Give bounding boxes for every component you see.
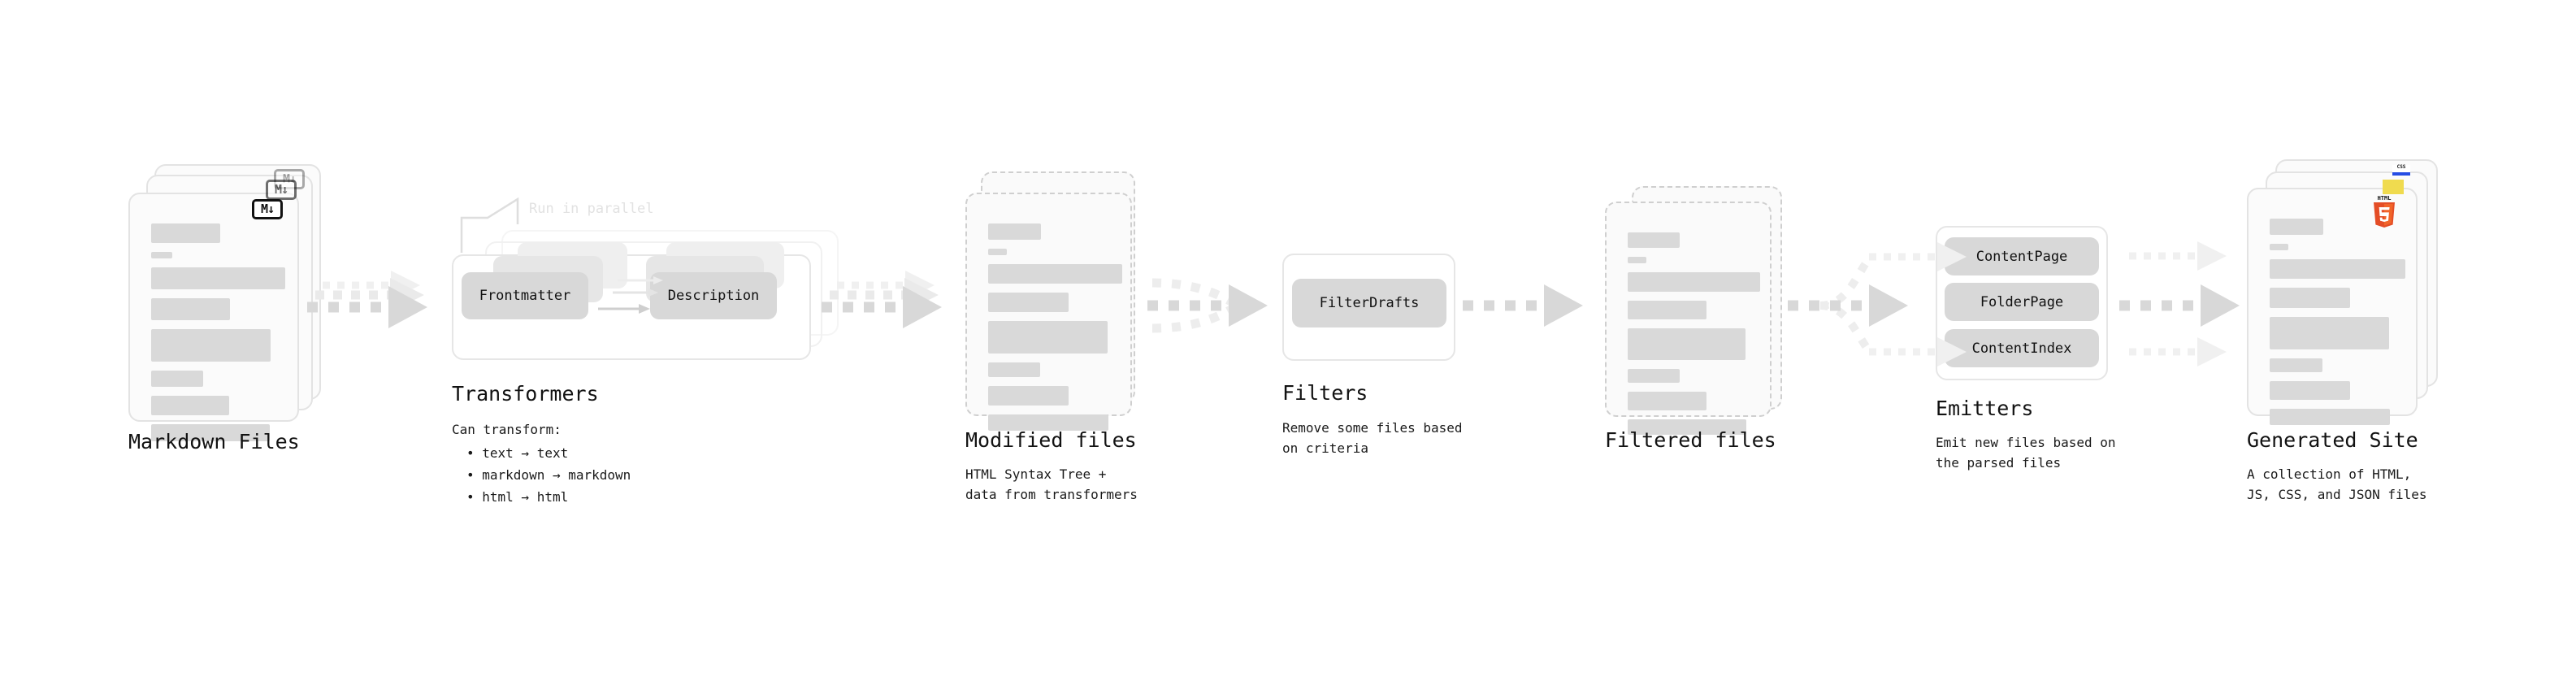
run-in-parallel-label: Run in parallel (529, 201, 654, 217)
transformers-bullet-1: • markdown → markdown (466, 467, 631, 483)
markdown-badge-front: M↓ (252, 199, 283, 219)
chip-folderpage[interactable]: FolderPage (1945, 283, 2099, 321)
chip-filterdrafts[interactable]: FilterDrafts (1292, 279, 1446, 327)
chip-contentindex[interactable]: ContentIndex (1945, 329, 2099, 367)
js-badge (2383, 180, 2404, 194)
document-content-lines (151, 223, 285, 450)
transformers-caption: Can transform: (452, 422, 562, 437)
filters-caption: Remove some files based on criteria (1282, 420, 1463, 456)
connector-emitters-to-site (2119, 241, 2240, 367)
document-content-lines (1628, 232, 1760, 444)
chip-contentpage[interactable]: ContentPage (1945, 237, 2099, 275)
connector-modified-to-filters (1147, 278, 1268, 333)
stage-title-filtered-files: Filtered files (1605, 428, 1776, 452)
stage-title-filters: Filters (1282, 381, 1368, 405)
html5-badge: HTML (2370, 193, 2398, 229)
css-badge: CSS (2392, 165, 2410, 176)
chip-description[interactable]: Description (650, 272, 777, 319)
document-sheet-front (1605, 202, 1772, 435)
transformers-bullet-2: • html → html (466, 489, 569, 505)
generated-site-caption: A collection of HTML, JS, CSS, and JSON … (2247, 466, 2427, 502)
emitters-caption: Emit new files based on the parsed files (1936, 435, 2116, 471)
chip-frontmatter[interactable]: Frontmatter (462, 272, 588, 319)
stage-title-markdown-files: Markdown Files (128, 430, 300, 453)
connector-markdown-to-transformers (307, 271, 427, 328)
document-content-lines (2270, 219, 2405, 434)
connector-filters-to-filtered (1463, 284, 1583, 327)
svg-text:HTML: HTML (2378, 195, 2392, 202)
stage-title-emitters: Emitters (1936, 397, 2034, 420)
modified-files-caption: HTML Syntax Tree + data from transformer… (965, 466, 1138, 502)
markdown-badge-mid: M↓ (266, 180, 297, 200)
connector-transformers-to-modified (822, 271, 942, 328)
stage-title-transformers: Transformers (452, 382, 599, 406)
document-sheet-front (128, 193, 299, 441)
stage-title-modified-files: Modified files (965, 428, 1137, 452)
document-content-lines (988, 223, 1122, 440)
stage-title-generated-site: Generated Site (2247, 428, 2418, 452)
document-sheet-front (965, 193, 1132, 431)
transformers-bullet-0: • text → text (466, 445, 569, 461)
